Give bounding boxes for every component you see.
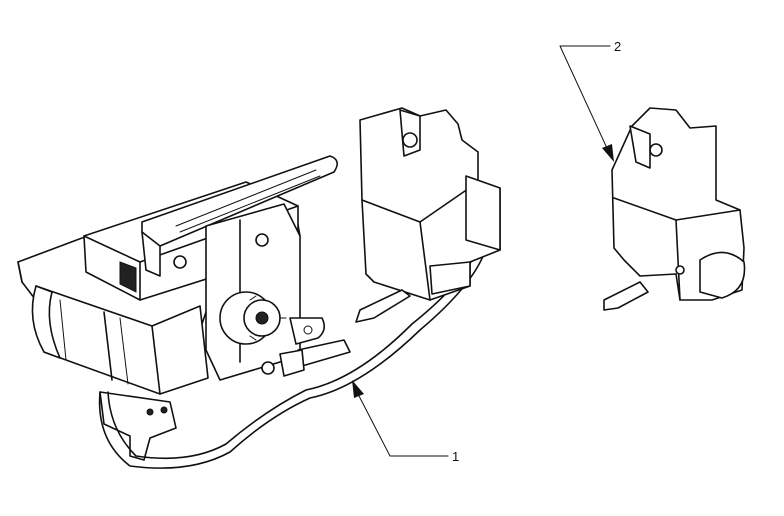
switch-housing-attached: [355, 107, 501, 323]
callout-2-arrowhead: [602, 144, 614, 162]
lower-bracket: [99, 391, 177, 461]
switch-housing-part-2: [603, 107, 746, 311]
callout-2-label: 2: [614, 39, 621, 54]
solenoid-coil: [31, 285, 209, 395]
callout-1-label: 1: [452, 449, 459, 464]
callout-2: 2: [559, 39, 621, 162]
slotted-arm: [141, 155, 338, 277]
wire-harness: [98, 251, 485, 469]
callout-1: 1: [352, 380, 459, 464]
callout-1-arrowhead: [352, 380, 364, 398]
gear-housing: [205, 203, 326, 381]
motor-assembly: [17, 155, 485, 469]
